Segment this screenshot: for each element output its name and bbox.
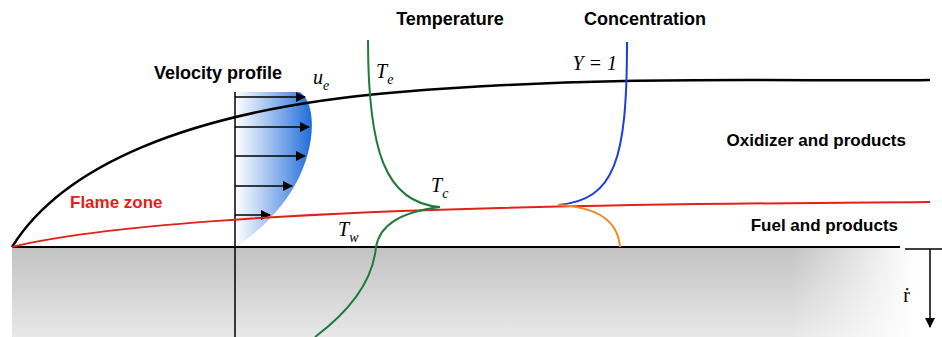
oxidizer-concentration-curve bbox=[558, 42, 627, 205]
solid-fuel-ground bbox=[12, 247, 942, 337]
velocity-arrow bbox=[235, 96, 305, 98]
fuel-concentration-curve bbox=[558, 205, 620, 247]
velocity-arrow bbox=[235, 126, 309, 128]
boundary-layer-edge bbox=[12, 80, 930, 247]
profile-title: Velocity profile bbox=[154, 63, 282, 84]
regression-rate-symbol: ṙ bbox=[903, 284, 910, 307]
profile-title: Concentration bbox=[584, 9, 706, 30]
regression-arrow bbox=[929, 249, 931, 327]
profile-title: Temperature bbox=[396, 9, 504, 30]
temperature-curve bbox=[368, 40, 440, 207]
fuel-surface bbox=[12, 246, 900, 248]
temperature-symbol: T bbox=[338, 218, 349, 241]
velocity-arrow bbox=[235, 185, 292, 187]
velocity-arrow bbox=[235, 214, 270, 216]
temperature-symbol: T bbox=[376, 60, 387, 83]
region-label: Oxidizer and products bbox=[727, 131, 906, 151]
subscript: w bbox=[349, 230, 358, 246]
temperature-symbol: T bbox=[431, 174, 442, 197]
velocity-arrow bbox=[235, 155, 305, 157]
subscript: e bbox=[323, 78, 329, 94]
subscript: e bbox=[387, 72, 393, 88]
ground-fade bbox=[780, 247, 942, 337]
region-label: Fuel and products bbox=[751, 216, 898, 236]
mass-fraction-value: Y = 1 bbox=[572, 52, 617, 75]
flame-label: Flame zone bbox=[70, 193, 163, 213]
edge-velocity-symbol: u bbox=[313, 66, 323, 89]
regression-tick bbox=[905, 248, 942, 250]
temperature-curve bbox=[315, 207, 440, 337]
subscript: c bbox=[442, 186, 448, 202]
